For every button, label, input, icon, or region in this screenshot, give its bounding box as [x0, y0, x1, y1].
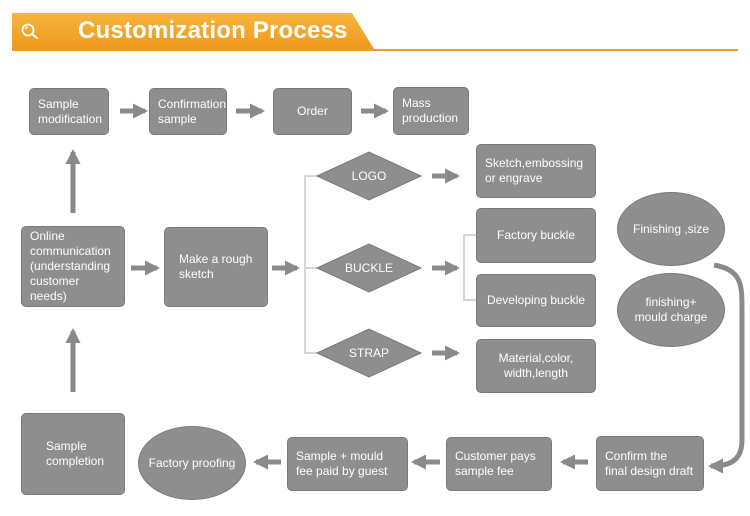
factory-buckle-node: Factory buckle [476, 208, 596, 263]
logo-diamond: LOGO [351, 168, 387, 183]
logo-diamond-shape [315, 151, 423, 201]
mass-production-node: Mass production [393, 87, 469, 135]
finishing-size-node: Finishing ,size [617, 192, 725, 266]
finishing-mould-node: finishing+ mould charge [617, 273, 725, 347]
material-color-node: Material,color, width,length [476, 339, 596, 393]
search-icon [21, 23, 38, 39]
page-title: Customization Process [78, 17, 348, 44]
customer-pays-node: Customer pays sample fee [446, 437, 552, 491]
strap-diamond-shape [315, 328, 423, 378]
confirmation-sample-node: Confirmation sample [149, 88, 227, 135]
strap-diamond: STRAP [348, 345, 389, 360]
sketch-embossing-node: Sketch,embossing or engrave [476, 144, 596, 198]
buckle-diamond: BUCKLE [344, 260, 394, 275]
online-communication-node: Online communication (understanding cust… [21, 226, 125, 307]
header-underline [12, 49, 738, 51]
factory-proofing-node: Factory proofing [138, 426, 246, 500]
header-tab [12, 13, 374, 49]
buckle-diamond-shape [315, 243, 423, 293]
developing-buckle-node: Developing buckle [476, 274, 596, 327]
arrow-to-confirm-final [708, 262, 745, 474]
sample-completion-node: Sample completion [21, 413, 125, 495]
order-node: Order [273, 88, 352, 135]
buckle-bracket [463, 234, 476, 301]
sample-modification-node: Sample modification [29, 88, 109, 135]
rough-sketch-node: Make a rough sketch [164, 227, 268, 307]
header-banner: Customization Process [0, 0, 750, 56]
confirm-final-draft-node: Confirm the final design draft [596, 436, 704, 491]
branch-bracket [304, 175, 317, 354]
sample-mould-fee-node: Sample + mould fee paid by guest [287, 437, 408, 491]
